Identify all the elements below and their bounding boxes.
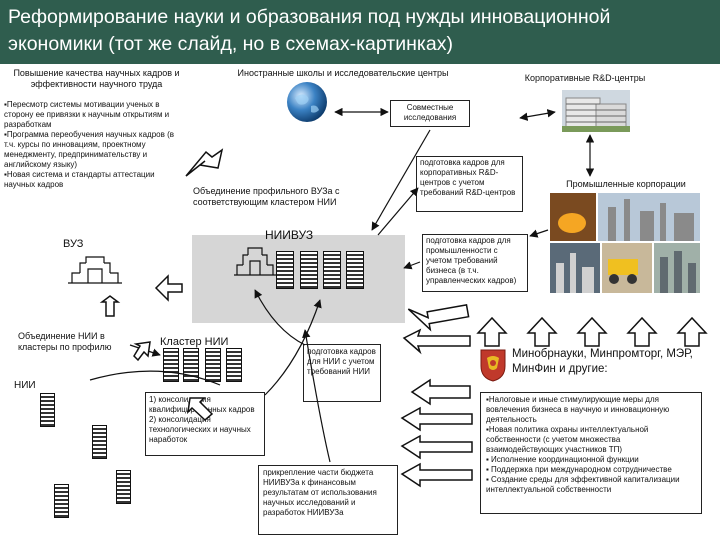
industrial-label: Промышленные корпорации bbox=[566, 179, 686, 189]
motivation-text: ▪Пересмотр системы мотивации ученых в ст… bbox=[4, 100, 174, 189]
header-bar bbox=[0, 0, 720, 64]
measures-box: ▪Налоговые и иные стимулирующие меры для… bbox=[480, 392, 702, 514]
slide-title: Реформирование науки и образования под н… bbox=[8, 6, 611, 55]
ministries-label: Минобрнауки, Минпромторг, МЭР, МинФин и … bbox=[512, 348, 693, 375]
nii-building-3 bbox=[92, 425, 107, 459]
niivuz-building-2 bbox=[300, 251, 318, 289]
budget-box: прикрепление части бюджета НИИВУЗа к фин… bbox=[258, 465, 398, 535]
industry-photo bbox=[550, 193, 700, 293]
quality-label: Повышение качества научных кадров и эффе… bbox=[13, 68, 180, 89]
cluster-building-4 bbox=[226, 348, 242, 382]
nii-building-4 bbox=[116, 470, 131, 504]
globe-icon bbox=[287, 82, 327, 122]
nii-label: НИИ bbox=[14, 380, 36, 391]
coat-of-arms-icon bbox=[480, 349, 506, 382]
business-training-box: подготовка кадров для промышленности с у… bbox=[422, 234, 528, 292]
university-icon bbox=[68, 256, 122, 284]
cluster-merge-label: Объединение НИИ в кластеры по профилю bbox=[18, 331, 112, 352]
joint-research-box: Совместные исследования bbox=[390, 100, 470, 127]
niivuz-zone bbox=[192, 235, 405, 323]
niivuz-building-1 bbox=[276, 251, 294, 289]
rd-training-box: подготовка кадров для корпоративных R&D-… bbox=[416, 156, 523, 212]
cluster-building-3 bbox=[205, 348, 221, 382]
niivuz-label: НИИВУЗ bbox=[265, 228, 314, 242]
corporate-rd-label: Корпоративные R&D-центры bbox=[524, 73, 646, 83]
foreign-schools-label: Иностранные школы и исследовательские це… bbox=[237, 68, 449, 78]
vuz-label: ВУЗ bbox=[63, 238, 84, 250]
niivuz-university-icon bbox=[234, 247, 276, 276]
corporate-building-icon bbox=[562, 90, 630, 132]
merger-label: Объединение профильного ВУЗа с соответст… bbox=[193, 186, 340, 207]
cluster-building-1 bbox=[163, 348, 179, 382]
cluster-nii-label: Кластер НИИ bbox=[160, 336, 229, 348]
niivuz-building-4 bbox=[346, 251, 364, 289]
nii-building-2 bbox=[54, 484, 69, 518]
nii-building-1 bbox=[40, 393, 55, 427]
niivuz-building-3 bbox=[323, 251, 341, 289]
cluster-building-2 bbox=[183, 348, 199, 382]
